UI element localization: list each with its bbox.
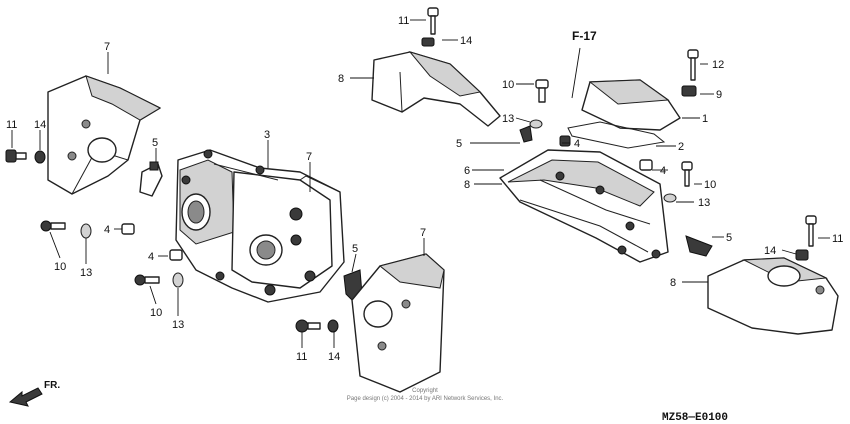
bracket-5-right (519, 125, 713, 257)
copyright-text: Page design (c) 2004 - 2014 by ARI Netwo… (347, 396, 504, 402)
front-label: FR. (44, 380, 60, 391)
callout-8: 8 (464, 179, 470, 191)
callout-1: 1 (702, 113, 708, 125)
callout-5: 5 (456, 138, 462, 150)
callout-9: 9 (716, 89, 722, 101)
arrow-icon (8, 387, 43, 407)
callout-11: 11 (296, 351, 307, 363)
callout-14: 14 (764, 245, 776, 257)
grommets-left (40, 220, 184, 288)
callout-4: 4 (660, 165, 666, 177)
callout-13: 13 (80, 267, 92, 279)
callout-8: 7 (306, 151, 312, 163)
leader-lines (11, 19, 830, 348)
callout-14: 14 (34, 119, 46, 131)
callout-4: 4 (148, 251, 154, 263)
callout-5: 5 (726, 232, 732, 244)
callout-7: 8 (338, 73, 344, 85)
bolt-11-right (795, 215, 817, 261)
cylinder-head (175, 149, 345, 303)
callout-13: 13 (698, 197, 710, 209)
callout-4: 4 (574, 138, 580, 150)
bolts-right (529, 49, 699, 203)
bolt-11-center (295, 319, 339, 333)
callout-labels: 7 11 14 5 3 7 4 4 10 13 10 13 5 7 11 14 … (6, 15, 843, 363)
callout-11: 11 (398, 15, 409, 27)
washer-14-left (34, 150, 46, 164)
head-cover-shell-right (707, 257, 839, 335)
callout-4: 4 (104, 224, 110, 236)
bracket-5-left (139, 161, 163, 197)
callout-14: 14 (328, 351, 340, 363)
callout-10: 10 (704, 179, 716, 191)
callout-2: 2 (678, 141, 684, 153)
head-cover-shell-left (47, 75, 162, 195)
head-cover-shell-top (371, 51, 501, 127)
callout-10: 10 (150, 307, 162, 319)
callout-10: 10 (54, 261, 66, 273)
callout-7: 7 (104, 41, 110, 53)
callout-12: 12 (712, 59, 724, 71)
callout-11: 11 (6, 119, 17, 131)
callout-3: 3 (264, 129, 270, 141)
callout-13: 13 (172, 319, 184, 331)
reference-label: F-17 (572, 29, 597, 43)
bolt-11-top (421, 7, 439, 47)
callout-11: 11 (832, 233, 843, 245)
diagram-code: MZ58—E0100 (662, 412, 728, 424)
bolt-11-left (5, 149, 27, 163)
callout-7: 7 (420, 227, 426, 239)
callout-13: 13 (502, 113, 514, 125)
cylinder-head-right (499, 149, 669, 263)
front-direction-indicator: FR. (8, 380, 60, 407)
valve-cover (567, 79, 681, 149)
callout-6: 6 (464, 165, 470, 177)
callout-7: 8 (670, 277, 676, 289)
callout-5: 5 (352, 243, 358, 255)
callout-10: 10 (502, 79, 514, 91)
callout-14: 14 (460, 35, 472, 47)
head-cover-shell-center (351, 253, 445, 393)
copyright-title: Copyright (412, 388, 438, 394)
callout-5: 5 (152, 137, 158, 149)
